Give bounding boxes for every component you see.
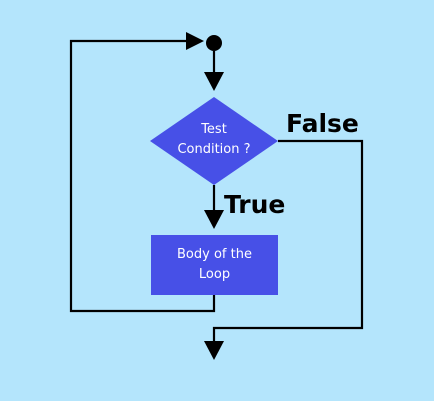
true-arrowhead (204, 210, 224, 229)
loop-back-connector (69, 39, 216, 313)
exit-arrowhead (204, 341, 224, 360)
start-node (206, 35, 222, 51)
false-branch-label: False (286, 109, 359, 138)
loop-body-box (151, 235, 278, 295)
decision-label-line2: Condition ? (177, 142, 251, 157)
loop-back-arrowhead (186, 32, 204, 50)
loop-body-label: Body of the Loop (151, 245, 278, 285)
true-branch-label: True (224, 190, 286, 219)
decision-label: Test Condition ? (164, 120, 264, 160)
start-to-decision-arrowhead (204, 72, 224, 91)
loop-body-label-line1: Body of the (177, 247, 252, 262)
decision-diamond (150, 97, 278, 185)
false-connector (212, 139, 364, 342)
decision-label-line1: Test (201, 122, 227, 137)
loop-body-label-line2: Loop (198, 267, 231, 282)
